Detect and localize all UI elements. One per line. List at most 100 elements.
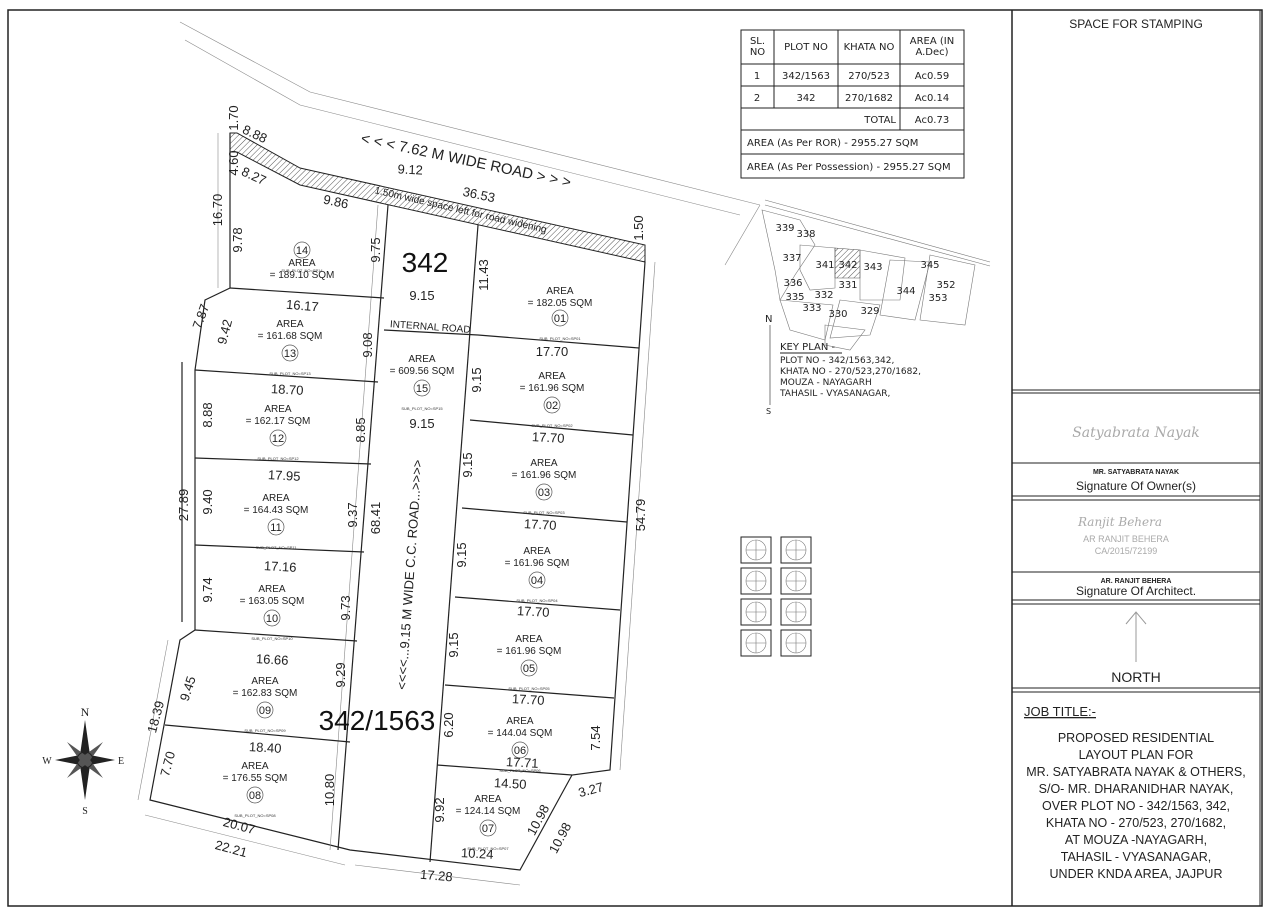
main-road-label: < < < 7.62 M WIDE ROAD > > > (359, 130, 572, 191)
architect-name: AR. RANJIT BEHERA (1101, 578, 1172, 585)
dimension-label: 10.80 (322, 774, 337, 807)
job-title-line: TAHASIL - VYASANAGAR, (1061, 850, 1212, 864)
table-cell: Ac0.14 (915, 93, 949, 104)
plot-number: 13 (284, 348, 296, 360)
table-total-value: Ac0.73 (915, 115, 949, 126)
dimension-label: 9.74 (200, 577, 215, 602)
plot-area-label: AREA (241, 761, 269, 772)
table-header-khata: KHATA NO (843, 41, 895, 53)
dimension-label: 17.95 (268, 467, 301, 484)
dimension-label: 9.75 (368, 237, 383, 262)
job-title-line: AT MOUZA -NAYAGARH, (1065, 833, 1207, 847)
symbol-frame (740, 629, 772, 657)
dimension-label: 27.89 (176, 489, 191, 522)
dimension-label: 7.54 (588, 725, 603, 750)
dimension-label: 36.53 (461, 184, 496, 205)
plot-area-label: AREA (264, 404, 292, 415)
plot-number-circle (281, 344, 299, 362)
plot-number-circle (293, 241, 311, 259)
plot-number-342: 342 (402, 247, 449, 278)
plot-number: 07 (482, 823, 494, 835)
table-cell: 270/523 (848, 71, 890, 82)
key-plan-plot-number: 332 (814, 290, 833, 301)
owner-name: MR. SATYABRATA NAYAK (1093, 469, 1179, 476)
dimension-label: 9.40 (200, 489, 215, 514)
plot-number: 01 (554, 313, 566, 325)
dimension-label: 54.79 (633, 499, 648, 532)
compass-symbol-icon (740, 629, 772, 657)
owner-signature-caption: Signature Of Owner(s) (1076, 479, 1196, 493)
symbol-legend-grid (740, 536, 812, 657)
plot-area-value: = 161.96 SQM (512, 470, 577, 481)
sub-plot-label: SUB_PLOT_NO=SP13 (269, 371, 311, 376)
dimension-label: 11.43 (476, 259, 491, 291)
table-header-plot: PLOT NO (784, 41, 828, 53)
dimension-label: 8.27 (239, 164, 268, 188)
dimension-label: 9.45 (177, 674, 199, 703)
compass-symbol-icon (740, 536, 772, 564)
dimension-extension-lines (137, 133, 656, 886)
stamping-space-label: SPACE FOR STAMPING (1069, 17, 1203, 31)
key-plan-plot-number: 345 (920, 260, 939, 271)
plot-number: 08 (249, 790, 261, 802)
plot-area-value: = 182.05 SQM (528, 298, 593, 309)
dimension-label: 17.70 (532, 429, 565, 446)
cc-road: <<<<...9.15 M WIDE C.C. ROAD...>>>> INTE… (329, 204, 479, 863)
area-possession: AREA (As Per Possession) - 2955.27 SQM (747, 162, 951, 173)
sub-plot-label: SUB_PLOT_NO=SP01 (539, 336, 581, 341)
job-title-line: OVER PLOT NO - 342/1563, 342, (1042, 799, 1230, 813)
compass-symbol-icon (780, 598, 812, 626)
plot-area-label: AREA (258, 584, 286, 595)
plot-number-circle (413, 379, 431, 397)
dimension-label: 68.41 (368, 502, 383, 535)
key-plan-line: PLOT NO - 342/1563,342, (780, 356, 894, 366)
sub-plot-label: SUB_PLOT_NO=SP09 (244, 728, 286, 733)
plot-number: 09 (259, 705, 271, 717)
symbol-frame (780, 598, 812, 626)
plot-number-circle (256, 701, 274, 719)
job-title-line: MR. SATYABRATA NAYAK & OTHERS, (1026, 765, 1245, 779)
table-total-label: TOTAL (863, 115, 896, 126)
dimension-label: 7.87 (189, 302, 212, 331)
dimension-label: 9.29 (333, 662, 348, 687)
plot-area-value: = 144.04 SQM (488, 728, 553, 739)
plot-number-circle (528, 571, 546, 589)
table-cell: Ac0.59 (915, 71, 949, 82)
key-plan-north: N (765, 314, 772, 325)
key-plan-plot-number: 341 (815, 260, 834, 271)
dimension-label: 16.17 (286, 297, 320, 315)
dimension-label: 9.73 (338, 595, 353, 620)
dimension-label: 9.15 (409, 416, 434, 431)
key-plan-plot-number: 352 (936, 280, 955, 291)
dimension-label: 18.40 (249, 739, 282, 756)
plot-area-label: AREA (530, 458, 558, 469)
area-ror: AREA (As Per ROR) - 2955.27 SQM (747, 138, 918, 149)
dimension-label: 6.20 (441, 712, 456, 737)
plot-area-value: = 161.96 SQM (520, 383, 585, 394)
dimension-label: 8.85 (353, 417, 368, 442)
plot-area-value: = 161.68 SQM (258, 331, 323, 342)
site-boundary (149, 133, 646, 871)
architect-stamp-reg: CA/2015/72199 (1095, 546, 1158, 556)
dimension-label: 1.50 (631, 215, 646, 240)
plot-area-value: = 176.55 SQM (223, 773, 288, 784)
key-plan-plot-number: 338 (796, 229, 815, 240)
internal-road-label: INTERNAL ROAD (390, 319, 471, 336)
sub-plot-label: SUB_PLOT_NO=SP12 (257, 456, 299, 461)
plot-number-circle (535, 483, 553, 501)
dimension-label: 16.70 (210, 194, 225, 227)
sub-plot-label: SUB_PLOT_NO=SP14 (281, 268, 323, 273)
